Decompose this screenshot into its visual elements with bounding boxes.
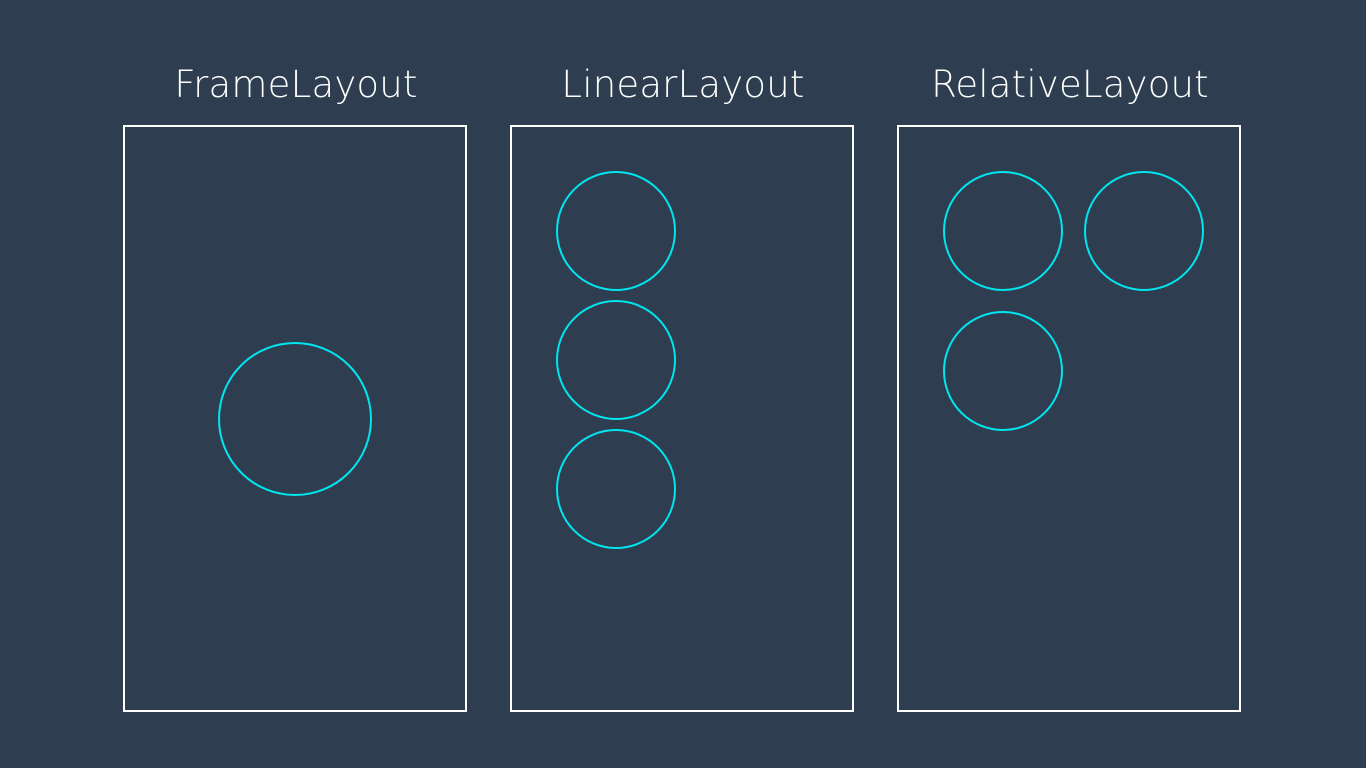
frame-layout-title: FrameLayout — [174, 63, 418, 106]
linear-layout-child-circle-1 — [556, 171, 676, 291]
frame-layout-box — [123, 125, 467, 712]
linear-layout-child-circle-3 — [556, 429, 676, 549]
relative-layout-title: RelativeLayout — [931, 63, 1209, 106]
relative-layout-child-circle-1 — [943, 171, 1063, 291]
relative-layout-child-circle-2 — [1084, 171, 1204, 291]
linear-layout-child-circle-2 — [556, 300, 676, 420]
relative-layout-child-circle-3 — [943, 311, 1063, 431]
frame-layout-child-circle — [218, 342, 372, 496]
linear-layout-title: LinearLayout — [561, 63, 805, 106]
relative-layout-box — [897, 125, 1241, 712]
linear-layout-box — [510, 125, 854, 712]
